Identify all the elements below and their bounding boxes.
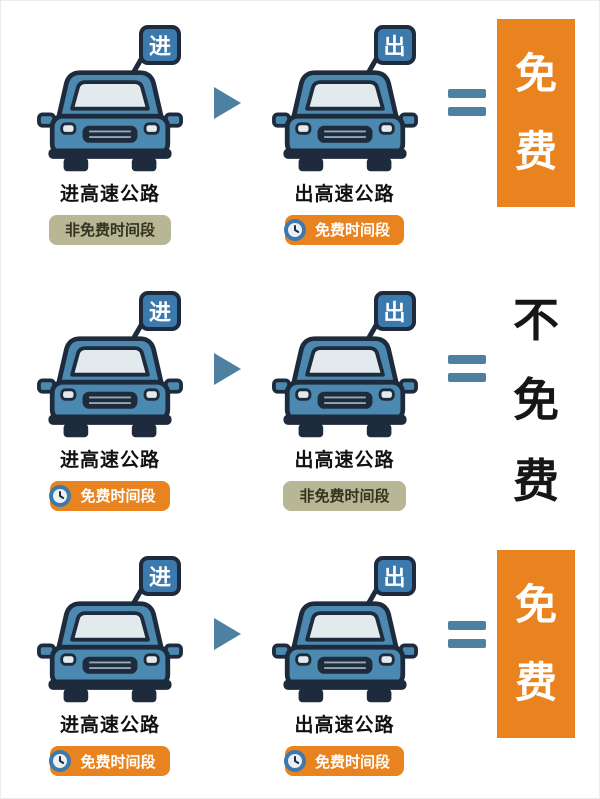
time-badge-label: 免费时间段 [80,487,156,505]
clock-icon [48,749,72,773]
rule-row-3: 进 进高速公路 免费时间段 出 出高速公路 [17,540,575,792]
time-badge: 非免费时间段 [283,480,406,511]
time-badge: 免费时间段 [283,746,404,777]
exit-car-panel: 出 出高速公路 非免费时间段 [252,290,438,511]
arrow-right-icon [213,352,241,385]
time-badge-label: 免费时间段 [314,221,390,240]
time-badge-label: 非免费时间段 [64,221,155,240]
result-label: 免费 [497,19,575,207]
arrow-right-icon [213,618,241,651]
equals-icon [448,89,487,117]
exit-sign: 出 [373,24,416,65]
time-badge: 免费时间段 [48,480,170,511]
car-caption: 出高速公路 [294,182,395,205]
result-text: 免费 [514,580,557,708]
car-icon [31,598,189,706]
time-badge: 免费时间段 [283,214,404,245]
time-badge-label: 非免费时间段 [299,487,390,505]
car-icon [31,333,189,441]
car-caption: 进高速公路 [59,714,160,737]
clock-icon [283,218,307,242]
car-icon [266,598,424,706]
entry-car-panel: 进 进高速公路 非免费时间段 [17,24,203,245]
car-caption: 出高速公路 [294,448,395,471]
time-badge-label: 免费时间段 [80,752,156,771]
car-figure: 出 [266,556,424,706]
result-label: 不免费 [497,280,575,520]
car-figure: 进 [31,556,189,706]
equals-icon [448,355,487,382]
time-badge-label: 免费时间段 [314,752,390,771]
car-figure: 进 [31,290,189,441]
time-badge: 非免费时间段 [48,214,171,245]
car-caption: 进高速公路 [59,448,160,471]
result-text: 免费 [514,49,557,176]
time-badge: 免费时间段 [48,746,170,777]
entry-sign: 进 [139,556,181,597]
clock-icon [283,749,307,773]
rule-row-1: 进 进高速公路 非免费时间段 出 出高速公路 免费时间段 [17,9,575,261]
car-icon [31,67,189,175]
car-caption: 出高速公路 [294,714,395,737]
clock-icon [48,484,72,508]
car-caption: 进高速公路 [59,182,160,205]
exit-sign: 出 [373,290,416,331]
result-label: 免费 [497,550,575,738]
entry-sign: 进 [139,290,181,331]
car-icon [266,67,424,175]
entry-car-panel: 进 进高速公路 免费时间段 [17,290,203,511]
car-icon [266,333,424,441]
exit-sign: 出 [373,556,416,597]
entry-car-panel: 进 进高速公路 免费时间段 [17,556,203,777]
result-text: 不免费 [512,293,559,508]
car-figure: 出 [266,24,424,175]
entry-sign: 进 [139,24,181,65]
equals-icon [448,620,487,648]
rule-row-2: 进 进高速公路 免费时间段 出 出高速公路 非免费时间段 [17,275,575,527]
car-figure: 出 [266,290,424,441]
exit-car-panel: 出 出高速公路 免费时间段 [252,24,438,245]
car-figure: 进 [31,24,189,175]
arrow-right-icon [213,86,241,119]
exit-car-panel: 出 出高速公路 免费时间段 [252,556,438,777]
